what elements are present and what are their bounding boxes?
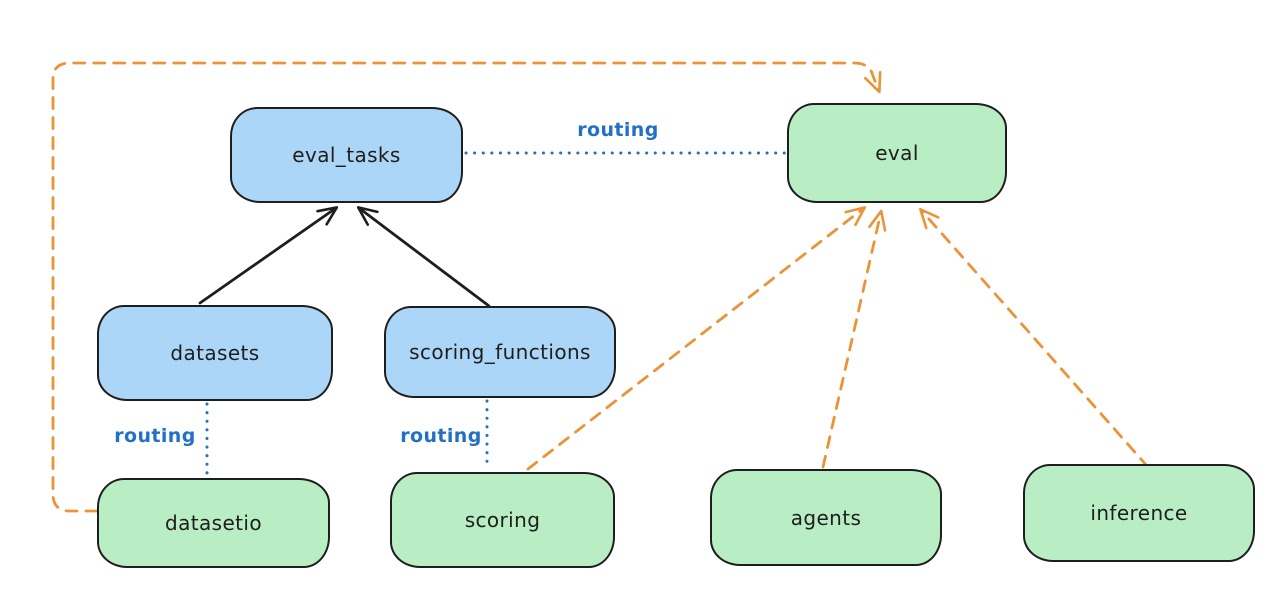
node-agents: agents bbox=[710, 469, 942, 566]
edge-label-routing-datasets-datasetio: routing bbox=[114, 425, 196, 447]
edge-label-routing-eval-tasks-eval: routing bbox=[577, 119, 659, 141]
node-datasetio-label: datasetio bbox=[164, 511, 262, 535]
edge-scoring-functions-eval-tasks-arrow bbox=[356, 206, 491, 308]
node-eval-label: eval bbox=[875, 141, 919, 165]
node-eval-tasks-label: eval_tasks bbox=[292, 143, 401, 167]
edge-scoring-eval-arrow bbox=[526, 206, 867, 471]
node-scoring-functions-label: scoring_functions bbox=[409, 340, 591, 364]
node-scoring-label: scoring bbox=[464, 508, 541, 532]
edge-datasetio-eval-arrow bbox=[51, 61, 882, 513]
edge-inference-eval-arrow bbox=[919, 207, 1150, 469]
node-eval-tasks: eval_tasks bbox=[230, 107, 463, 203]
node-inference-label: inference bbox=[1090, 501, 1188, 525]
edge-agents-eval-arrow bbox=[821, 209, 887, 469]
node-datasetio: datasetio bbox=[97, 478, 330, 568]
node-scoring-functions: scoring_functions bbox=[384, 306, 616, 398]
node-eval: eval bbox=[787, 103, 1007, 203]
node-scoring: scoring bbox=[390, 472, 615, 568]
edge-label-routing-scoring-functions-scoring: routing bbox=[400, 425, 482, 447]
edge-datasets-eval-tasks-arrow bbox=[198, 206, 339, 305]
node-datasets-label: datasets bbox=[170, 341, 260, 365]
node-datasets: datasets bbox=[97, 305, 333, 401]
node-inference: inference bbox=[1023, 464, 1255, 562]
node-agents-label: agents bbox=[790, 505, 862, 530]
